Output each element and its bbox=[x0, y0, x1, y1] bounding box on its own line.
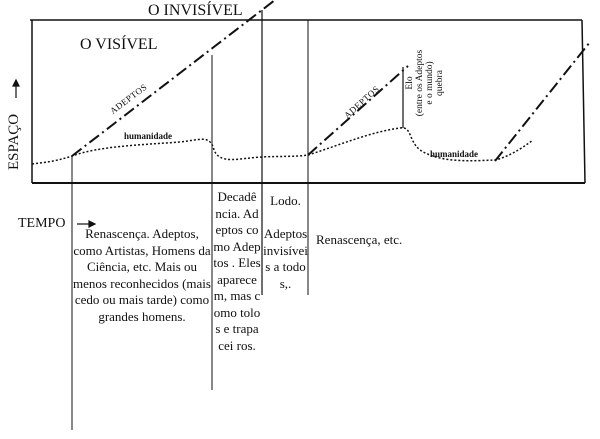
humanity-curve bbox=[31, 127, 534, 165]
space-label: ESPAÇO bbox=[6, 113, 22, 170]
period-mud-invisible: Adeptos invisívei s a todos,. bbox=[263, 226, 308, 291]
right-border bbox=[581, 19, 586, 184]
adepts-line-2 bbox=[307, 65, 409, 156]
period-decadence: Decadê ncia. Adeptos como Adeptos . Eles… bbox=[213, 189, 261, 353]
link-break-line-3: e o mundo) bbox=[425, 61, 435, 105]
link-break-line-2: (entre os Adeptos bbox=[415, 49, 425, 117]
humanity-label-2: humanidade bbox=[430, 149, 479, 159]
period-renaissance-again: Renascença, etc. bbox=[316, 232, 403, 247]
adepts-line-1 bbox=[71, 0, 276, 157]
link-break-label: Elo (entre os Adeptos e o mundo) quebra bbox=[405, 50, 445, 117]
link-break-line-4: quebra bbox=[435, 70, 445, 96]
space-arrowhead bbox=[12, 78, 20, 87]
link-break-line-1: Elo bbox=[405, 76, 415, 90]
humanity-label-1: humanidade bbox=[124, 131, 173, 141]
time-label: TEMPO bbox=[18, 216, 66, 231]
adepts-line-3 bbox=[494, 41, 591, 162]
period-renaissance: Renascença. Adeptos, como Artistas, Home… bbox=[73, 226, 211, 324]
visible-label: O VISÍVEL bbox=[80, 36, 158, 53]
period-mud: Lodo. bbox=[270, 193, 301, 208]
invisible-label: O INVISÍVEL bbox=[148, 2, 243, 19]
time-arrowhead bbox=[88, 220, 97, 228]
